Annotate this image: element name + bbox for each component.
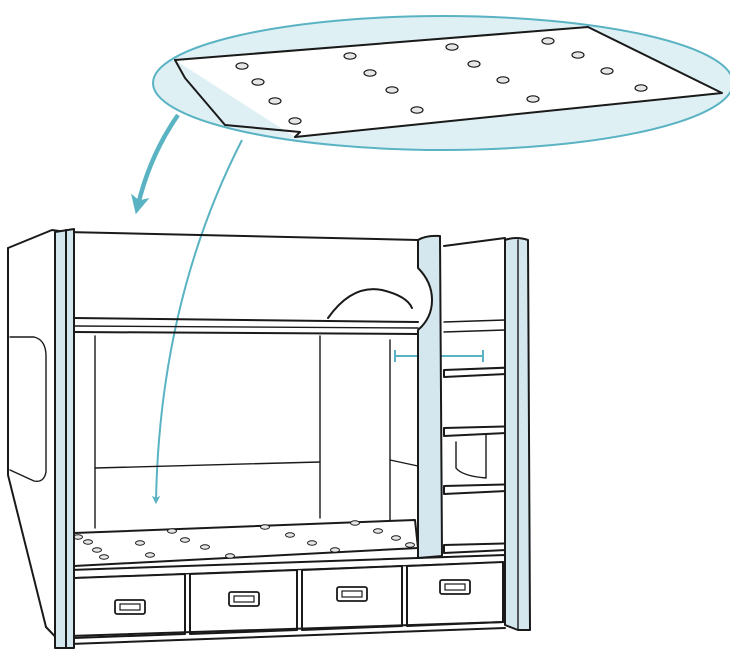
drawer-row xyxy=(73,561,504,639)
arrow-down-icon xyxy=(151,139,243,505)
handle-icon xyxy=(114,599,146,615)
ventilation-holes xyxy=(235,37,648,125)
handle-icon xyxy=(336,586,368,602)
ladder xyxy=(443,237,531,631)
front-right-post xyxy=(417,234,443,559)
handle-icon xyxy=(228,591,260,607)
bunk-bed xyxy=(7,228,531,649)
side-panel-cutout xyxy=(9,336,47,482)
handle-icon xyxy=(439,579,471,595)
arrow-down-icon xyxy=(131,113,180,215)
front-left-post xyxy=(54,228,75,649)
magnified-bed-base-lens xyxy=(152,15,730,151)
drawer-front xyxy=(406,561,504,627)
drawer-front xyxy=(301,565,403,631)
drawer-front xyxy=(189,569,298,635)
